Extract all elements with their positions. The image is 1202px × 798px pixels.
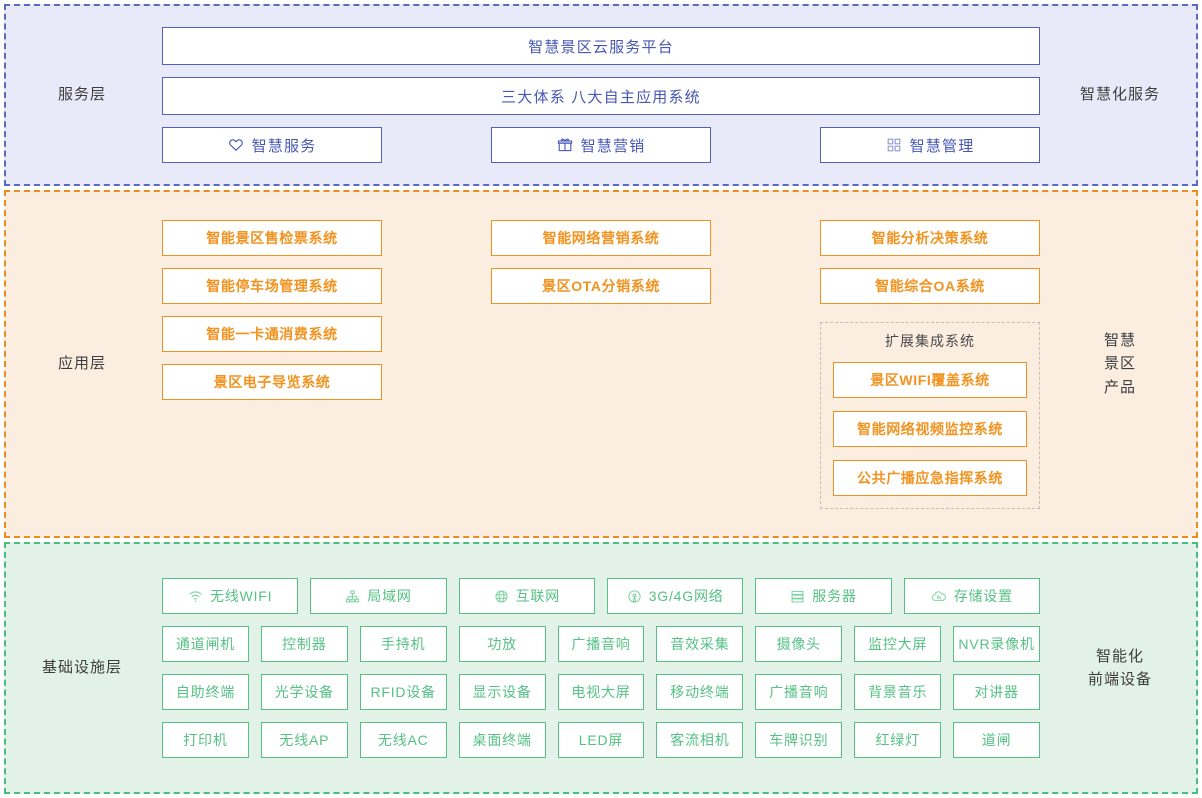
infra-device-passenger-camera[interactable]: 客流相机 <box>656 722 744 758</box>
heart-icon <box>228 137 244 153</box>
infra-device-optical[interactable]: 光学设备 <box>260 674 348 710</box>
infra-card-lan[interactable]: 局域网 <box>310 578 447 614</box>
infra-device-wireless-ac[interactable]: 无线AC <box>359 722 447 758</box>
infra-card-3g4g[interactable]: 3G/4G网络 <box>606 578 744 614</box>
app-card-onecard-system[interactable]: 智能一卡通消费系统 <box>162 315 382 352</box>
lan-icon <box>345 589 360 604</box>
infrastructure-layer: 基础设施层 无线WIFI <box>4 542 1198 794</box>
service-layer-right-label: 智慧化服务 <box>1079 86 1160 104</box>
infra-device-audio-capture[interactable]: 音效采集 <box>656 626 744 662</box>
infra-card-label: 服务器 <box>812 588 857 604</box>
infra-card-server[interactable]: 服务器 <box>755 578 892 614</box>
infra-card-wifi[interactable]: 无线WIFI <box>162 578 299 614</box>
infra-device-self-service-terminal[interactable]: 自助终端 <box>162 674 249 710</box>
extension-integration-group-title: 扩展集成系统 <box>885 332 975 349</box>
app-card-ota-distribution-system[interactable]: 景区OTA分销系统 <box>491 267 711 304</box>
infra-device-controller[interactable]: 控制器 <box>260 626 348 662</box>
infra-device-amplifier[interactable]: 功放 <box>458 626 546 662</box>
service-card-smart-service[interactable]: 智慧服务 <box>162 127 382 163</box>
infra-card-label: 互联网 <box>515 588 561 604</box>
infra-device-plate-recognition[interactable]: 车牌识别 <box>755 722 843 758</box>
infra-device-camera[interactable]: 摄像头 <box>755 626 843 662</box>
infra-device-display[interactable]: 显示设备 <box>458 674 546 710</box>
application-layer-right-label: 智慧 景区 产品 <box>1044 329 1196 399</box>
infra-device-nvr[interactable]: NVR录像机 <box>953 626 1041 662</box>
infra-device-intercom[interactable]: 对讲器 <box>953 674 1041 710</box>
infra-card-label: 3G/4G网络 <box>648 588 724 604</box>
infrastructure-device-row-3: 打印机 无线AP 无线AC 桌面终端 LED屏 客流相机 车牌识别 红绿灯 道闸 <box>162 722 1041 758</box>
infrastructure-layer-left-label: 基础设施层 <box>41 659 122 677</box>
infra-device-mobile-terminal[interactable]: 移动终端 <box>656 674 744 710</box>
infra-device-tv-wall[interactable]: 电视大屏 <box>557 674 645 710</box>
infra-device-broadcast-speaker-2[interactable]: 广播音响 <box>755 674 843 710</box>
app-card-oa-system[interactable]: 智能综合OA系统 <box>820 267 1040 304</box>
service-layer: 服务层 智慧景区云服务平台 三大体系 八大自主应用系统 智慧服务 <box>4 4 1198 186</box>
cloud-storage-icon <box>931 589 947 604</box>
app-card-analysis-decision-system[interactable]: 智能分析决策系统 <box>820 219 1040 256</box>
infrastructure-device-row-1: 通道闸机 控制器 手持机 功放 广播音响 音效采集 摄像头 监控大屏 NVR录像… <box>162 626 1041 662</box>
app-card-broadcast-emergency-system[interactable]: 公共广播应急指挥系统 <box>833 459 1027 496</box>
gift-icon <box>557 137 573 153</box>
application-right-label-line3: 产品 <box>1103 378 1136 396</box>
grid-icon <box>886 137 902 153</box>
infra-device-background-music[interactable]: 背景音乐 <box>854 674 942 710</box>
infra-card-label: 存储设置 <box>953 588 1013 604</box>
infra-device-wireless-ap[interactable]: 无线AP <box>260 722 348 758</box>
service-systems-banner: 三大体系 八大自主应用系统 <box>162 77 1040 115</box>
app-card-eguide-system[interactable]: 景区电子导览系统 <box>162 363 382 400</box>
service-card-smart-marketing[interactable]: 智慧营销 <box>491 127 711 163</box>
infra-device-traffic-light[interactable]: 红绿灯 <box>854 722 942 758</box>
infra-card-label: 局域网 <box>367 588 412 604</box>
service-card-list: 智慧服务 智慧营销 <box>162 127 1040 163</box>
service-card-label: 智慧营销 <box>580 137 646 155</box>
extension-integration-group: 扩展集成系统 景区WIFI覆盖系统 智能网络视频监控系统 公共广播应急指挥系统 <box>820 321 1040 509</box>
signal-icon <box>627 589 642 604</box>
application-right-label-line1: 智慧 <box>1103 332 1136 350</box>
infrastructure-right-label-line1: 智能化 <box>1095 647 1144 665</box>
app-card-network-marketing-system[interactable]: 智能网络营销系统 <box>491 219 711 256</box>
infra-card-internet[interactable]: 互联网 <box>458 578 595 614</box>
application-column-ticketing: 智能景区售检票系统 智能停车场管理系统 智能一卡通消费系统 景区电子导览系统 <box>162 219 382 509</box>
infra-device-broadcast-speaker[interactable]: 广播音响 <box>557 626 645 662</box>
application-column-marketing: 智能网络营销系统 景区OTA分销系统 <box>491 219 711 509</box>
infra-device-printer[interactable]: 打印机 <box>162 722 249 758</box>
application-right-label-line2: 景区 <box>1103 355 1136 373</box>
infrastructure-device-row-2: 自助终端 光学设备 RFID设备 显示设备 电视大屏 移动终端 广播音响 背景音… <box>162 674 1041 710</box>
infra-device-monitor-wall[interactable]: 监控大屏 <box>854 626 942 662</box>
infra-device-rfid[interactable]: RFID设备 <box>359 674 447 710</box>
infra-card-storage[interactable]: 存储设置 <box>903 578 1040 614</box>
application-column-management: 智能分析决策系统 智能综合OA系统 扩展集成系统 景区WIFI覆盖系统 智能网络… <box>820 219 1040 509</box>
server-icon <box>790 589 805 604</box>
application-layer-left-label: 应用层 <box>57 355 106 373</box>
application-layer-body: 智能景区售检票系统 智能停车场管理系统 智能一卡通消费系统 景区电子导览系统 智… <box>158 219 1044 509</box>
infra-device-barrier-gate[interactable]: 道闸 <box>953 722 1041 758</box>
infra-card-label: 无线WIFI <box>209 588 273 604</box>
service-layer-left-label: 服务层 <box>57 86 106 104</box>
infra-device-handheld[interactable]: 手持机 <box>359 626 447 662</box>
app-card-video-surveillance-system[interactable]: 智能网络视频监控系统 <box>833 410 1027 447</box>
infra-device-desktop-terminal[interactable]: 桌面终端 <box>458 722 546 758</box>
service-platform-banner: 智慧景区云服务平台 <box>162 27 1040 65</box>
app-card-wifi-coverage-system[interactable]: 景区WIFI覆盖系统 <box>833 361 1027 398</box>
infrastructure-right-label-line2: 前端设备 <box>1087 671 1152 688</box>
infra-device-led-screen[interactable]: LED屏 <box>557 722 645 758</box>
infrastructure-network-row: 无线WIFI 局域网 <box>162 578 1040 614</box>
application-layer: 应用层 智能景区售检票系统 智能停车场管理系统 智能一卡通消费系统 景区电子导览… <box>4 190 1198 538</box>
service-card-smart-management[interactable]: 智慧管理 <box>820 127 1040 163</box>
infrastructure-layer-body: 无线WIFI 局域网 <box>158 578 1044 758</box>
wifi-icon <box>188 589 203 604</box>
app-card-parking-system[interactable]: 智能停车场管理系统 <box>162 267 382 304</box>
infrastructure-layer-right-label: 智能化 前端设备 <box>1044 645 1196 692</box>
service-layer-body: 智慧景区云服务平台 三大体系 八大自主应用系统 智慧服务 <box>158 27 1044 163</box>
app-card-ticketing-system[interactable]: 智能景区售检票系统 <box>162 219 382 256</box>
globe-icon <box>494 589 509 604</box>
infra-device-gate[interactable]: 通道闸机 <box>162 626 249 662</box>
service-card-label: 智慧管理 <box>909 137 975 155</box>
service-card-label: 智慧服务 <box>251 137 317 155</box>
